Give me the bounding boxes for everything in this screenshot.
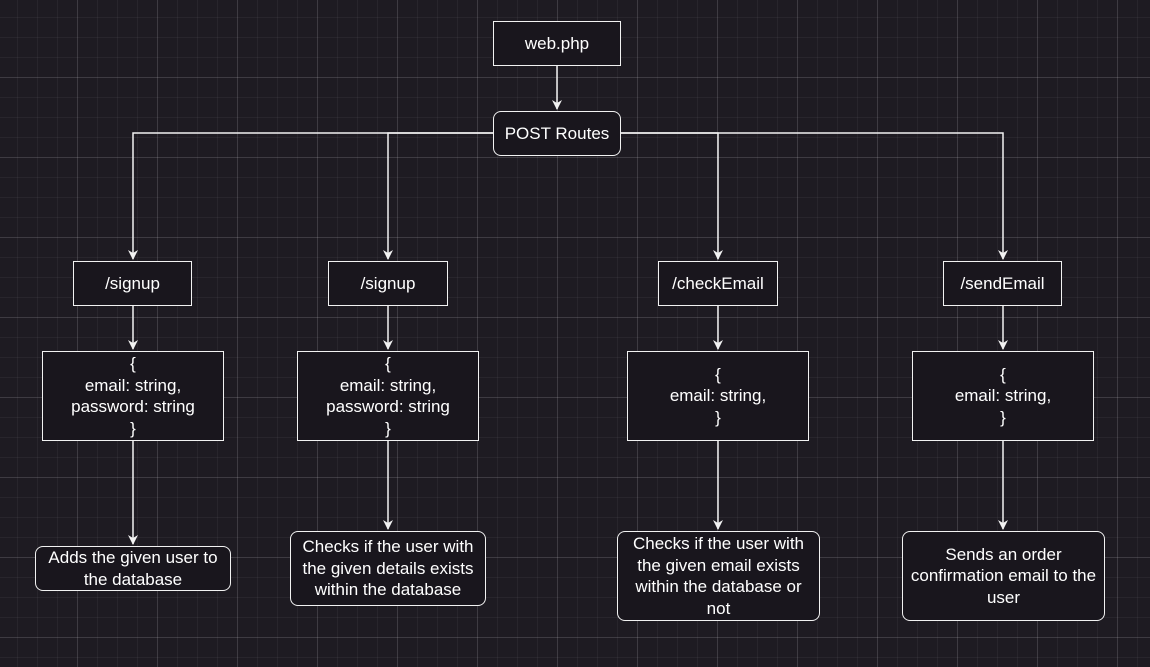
route-node-signup-1[interactable]: /signup [73, 261, 192, 306]
edge-post-routes-to-send-email [621, 132, 1008, 260]
description-text: Checks if the user with the given detail… [302, 537, 474, 600]
web-php-node[interactable]: web.php [493, 21, 621, 66]
payload-text: { email: string, } [954, 364, 1052, 427]
route-label: /sendEmail [960, 273, 1045, 293]
web-php-label: web.php [524, 33, 590, 53]
route-node-send-email[interactable]: /sendEmail [943, 261, 1062, 306]
description-node-check-email[interactable]: Checks if the user with the given email … [617, 531, 820, 621]
payload-text: { email: string, password: string } [326, 354, 450, 438]
payload-node-check-email[interactable]: { email: string, } [627, 351, 809, 441]
payload-text: { email: string, } [669, 364, 767, 427]
edge-post-routes-to-signup-1 [128, 132, 493, 260]
post-routes-label: POST Routes [504, 123, 610, 143]
route-label: /signup [360, 273, 416, 293]
description-text: Checks if the user with the given email … [632, 534, 804, 618]
route-node-signup-2[interactable]: /signup [328, 261, 448, 306]
route-node-check-email[interactable]: /checkEmail [658, 261, 778, 306]
payload-text: { email: string, password: string } [71, 354, 195, 438]
edge-post-routes-to-signup-2 [383, 132, 493, 260]
description-text: Sends an order confirmation email to the… [910, 544, 1097, 607]
description-node-signup-2[interactable]: Checks if the user with the given detail… [290, 531, 486, 606]
route-label: /signup [105, 273, 160, 293]
description-node-signup-1[interactable]: Adds the given user to the database [35, 546, 231, 591]
payload-node-send-email[interactable]: { email: string, } [912, 351, 1094, 441]
payload-node-signup-1[interactable]: { email: string, password: string } [42, 351, 224, 441]
post-routes-node[interactable]: POST Routes [493, 111, 621, 156]
route-label: /checkEmail [672, 273, 764, 293]
payload-node-signup-2[interactable]: { email: string, password: string } [297, 351, 479, 441]
description-node-send-email[interactable]: Sends an order confirmation email to the… [902, 531, 1105, 621]
description-text: Adds the given user to the database [48, 548, 218, 589]
edge-post-routes-to-check-email [621, 132, 723, 260]
